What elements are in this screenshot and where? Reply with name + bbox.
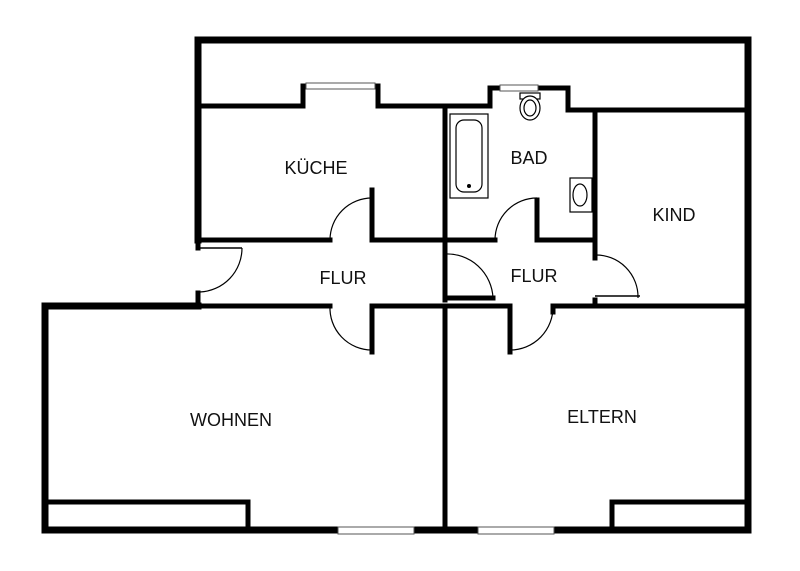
door-arc-bad	[494, 197, 538, 241]
upper-strip-wall	[195, 83, 751, 113]
door-arc-kind	[594, 254, 639, 299]
room-label-bad: BAD	[510, 148, 547, 168]
window-bad	[499, 84, 539, 92]
room-label-kind: KIND	[652, 205, 695, 225]
bathtub-icon	[449, 113, 489, 199]
door-arc-wohnen	[329, 305, 373, 351]
room-label-flur-left: FLUR	[319, 268, 366, 288]
bathroom-fixtures	[449, 92, 593, 213]
room-label-kueche: KÜCHE	[284, 158, 347, 178]
bottom-niches	[45, 499, 748, 531]
room-label-eltern: ELTERN	[567, 407, 637, 427]
door-arc-kueche	[329, 197, 373, 241]
outer-walls	[41, 36, 752, 534]
window-wohnen	[337, 526, 415, 535]
sink-icon	[569, 177, 593, 213]
room-label-wohnen: WOHNEN	[190, 410, 272, 430]
door-arc-eltern	[509, 305, 554, 351]
doors	[198, 190, 640, 352]
toilet-icon	[519, 92, 541, 121]
window-eltern	[477, 526, 555, 535]
windows	[305, 82, 555, 535]
door-arc-entry	[199, 247, 243, 293]
room-label-flur-right: FLUR	[510, 266, 557, 286]
door-arc-flur	[444, 253, 494, 299]
room-labels: KÜCHE BAD KIND FLUR FLUR WOHNEN ELTERN	[190, 148, 696, 430]
window-kueche	[305, 82, 376, 90]
